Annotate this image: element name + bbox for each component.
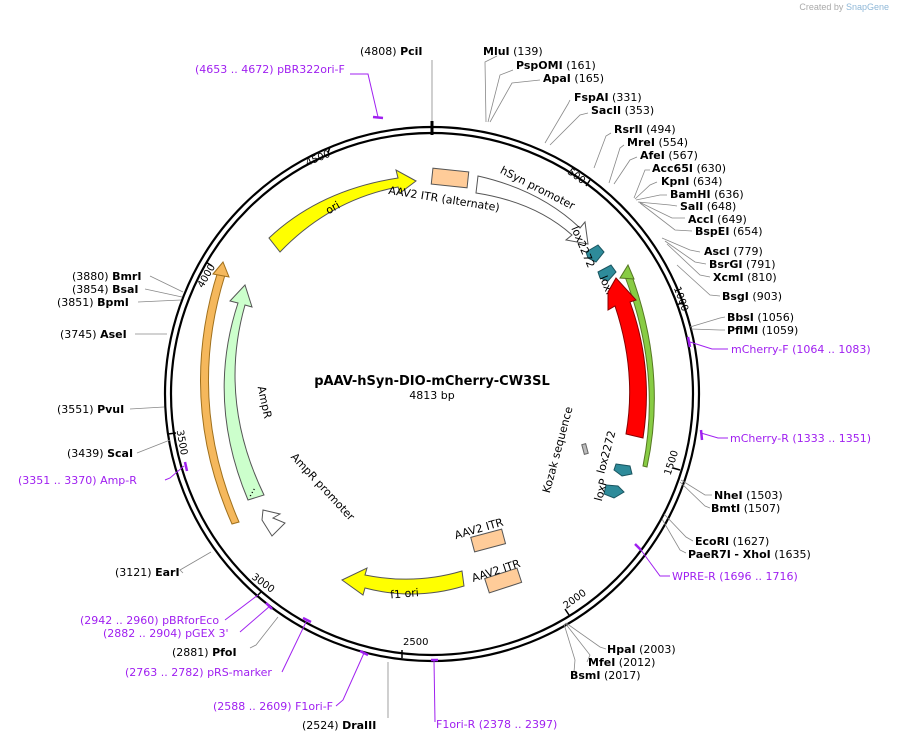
primer-mcherry-f: mCherry-F (1064 .. 1083)	[731, 343, 871, 356]
svg-text:4500: 4500	[304, 149, 332, 169]
tick-1500: 1500	[663, 449, 681, 477]
site-bamhi: BamHI (636)	[670, 188, 744, 201]
svg-text:2500: 2500	[403, 637, 428, 648]
primer-f1ori-r: F1ori-R (2378 .. 2397)	[436, 718, 557, 731]
site-xcmi: XcmI (810)	[713, 271, 777, 284]
site-bsai: (3854) BsaI	[72, 283, 139, 296]
site-rsrii: RsrII (494)	[614, 123, 676, 136]
site-bmri: (3880) BmrI	[72, 270, 141, 283]
site-scai: (3439) ScaI	[67, 447, 133, 460]
orange-arc-arrowhead	[212, 261, 230, 278]
tick-2000: 2000	[562, 588, 589, 616]
site-apai: ApaI (165)	[543, 72, 604, 85]
green-arc-arrowhead	[619, 263, 635, 280]
snapgene-brand: SnapGene	[845, 2, 889, 12]
site-asci: AscI (779)	[704, 245, 763, 258]
site-sali: SalI (648)	[680, 200, 736, 213]
primer-pbrforeco: (2942 .. 2960) pBRforEco	[80, 614, 219, 627]
site-acc65i: Acc65I (630)	[652, 162, 726, 175]
primer-pbr322ori-f: (4653 .. 4672) pBR322ori-F	[195, 63, 345, 76]
green-arc-feature	[623, 267, 655, 468]
site-eari: (3121) EarI	[115, 566, 180, 579]
svg-text:500: 500	[565, 167, 587, 187]
primer-f1ori-f: (2588 .. 2609) F1ori-F	[213, 700, 333, 713]
site-acci: AccI (649)	[688, 213, 747, 226]
primer-marks	[183, 115, 704, 662]
plasmid-name: pAAV-hSyn-DIO-mCherry-CW3SL	[314, 374, 550, 389]
site-sacii: SacII (353)	[591, 104, 654, 117]
site-bsgi: BsgI (903)	[722, 290, 782, 303]
orange-arc-feature	[200, 270, 240, 525]
site-nhei: NheI (1503)	[714, 489, 783, 502]
snapgene-credit: Created by SnapGene	[799, 2, 889, 12]
primer-mcherry-r: mCherry-R (1333 .. 1351)	[730, 432, 871, 445]
svg-text:1500: 1500	[663, 449, 681, 477]
site-hpai: HpaI (2003)	[607, 643, 676, 656]
site-bsmi: BsmI (2017)	[570, 669, 641, 682]
site-bmti: BmtI (1507)	[711, 502, 780, 515]
ori-label: ori	[323, 199, 342, 217]
ori-feature	[268, 169, 417, 253]
site-bbsi: BbsI (1056)	[727, 311, 794, 324]
primer-wpre-r: WPRE-R (1696 .. 1716)	[672, 570, 798, 583]
kozak-label: Kozak sequence	[540, 405, 576, 494]
ampr-feature	[223, 284, 265, 501]
svg-text:3500: 3500	[174, 429, 189, 456]
site-pvui: (3551) PvuI	[57, 403, 124, 416]
ampr-promoter-feature	[261, 509, 286, 537]
site-mlui: MluI (139)	[483, 45, 543, 58]
svg-text:1000: 1000	[671, 285, 690, 313]
primer-amp-r: (3351 .. 3370) Amp-R	[18, 474, 137, 487]
site-pflmi: PflMI (1059)	[727, 324, 798, 337]
tick-2500: 2500	[401, 637, 428, 658]
site-pcii: (4808) PciI	[360, 45, 423, 58]
tick-1000: 1000	[671, 285, 690, 313]
site-draiii: (2524) DraIII	[302, 719, 376, 732]
mcherry-feature	[607, 277, 647, 439]
site-bspei: BspEI (654)	[695, 225, 763, 238]
aav2-itr-2-feature	[484, 567, 523, 594]
site-kpni: KpnI (634)	[661, 175, 722, 188]
site-asei: (3745) AseI	[60, 328, 127, 341]
aav2-itr-alternate-feature	[430, 167, 470, 189]
hsyn-promoter-feature	[475, 175, 589, 245]
primer-pgex-3: (2882 .. 2904) pGEX 3'	[103, 627, 229, 640]
plasmid-length: 4813 bp	[409, 389, 454, 402]
site-bsrgi: BsrGI (791)	[709, 258, 776, 271]
site-bpmi: (3851) BpmI	[57, 296, 129, 309]
ampr-promoter-label: AmpR promoter	[288, 450, 357, 523]
lox2272-bottom-feature	[613, 463, 633, 477]
site-pfoi: (2881) PfoI	[172, 646, 237, 659]
site-paer7i-xhoi: PaeR7I - XhoI (1635)	[688, 548, 811, 561]
loxp-top-feature	[597, 264, 617, 282]
f1-ori-label: f1 ori	[390, 586, 420, 601]
site-pspomi: PspOMI (161)	[516, 59, 596, 72]
kozak-feature	[581, 443, 589, 455]
tick-3500: 3500	[167, 429, 189, 456]
site-afei: AfeI (567)	[640, 149, 698, 162]
f1-ori-feature	[341, 567, 465, 596]
aav2-itr-1-feature	[470, 528, 507, 553]
credit-prefix: Created by	[799, 2, 844, 12]
site-fspai: FspAI (331)	[574, 91, 642, 104]
loxp-bottom-feature	[603, 484, 625, 499]
site-leader-lines	[129, 55, 726, 718]
ampr-label: AmpR	[255, 385, 275, 420]
site-mrei: MreI (554)	[627, 136, 688, 149]
lox2272-top-label: lox2272	[568, 224, 597, 270]
primer-leader-lines	[164, 73, 728, 723]
primer-prs-marker: (2763 .. 2782) pRS-marker	[125, 666, 272, 679]
lox2272-top-feature	[585, 244, 605, 263]
site-ecori: EcoRI (1627)	[695, 535, 769, 548]
tick-4500: 4500	[304, 146, 332, 169]
loxp-bottom-label: loxP	[592, 477, 610, 503]
site-mfei: MfeI (2012)	[588, 656, 655, 669]
svg-text:2000: 2000	[562, 588, 589, 612]
